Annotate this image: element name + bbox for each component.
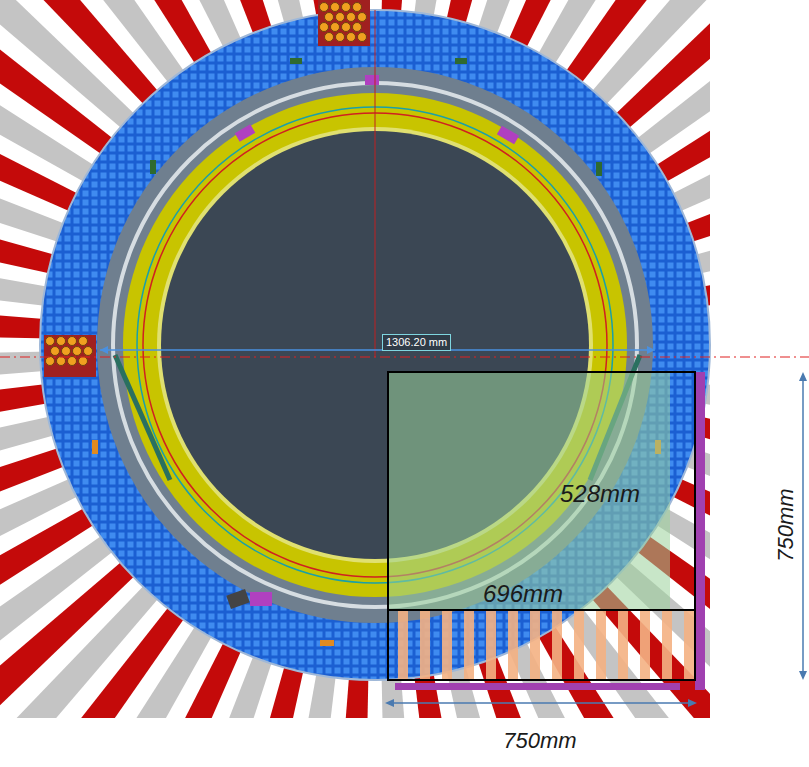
cable-dot [79, 357, 88, 366]
cable-dot [57, 357, 66, 366]
coil-stripe [375, 345, 710, 718]
cable-dot [68, 357, 77, 366]
dimension-label: 528mm [560, 482, 640, 506]
cable-dot [342, 3, 351, 12]
cable-dot [46, 337, 55, 346]
cable-dot [353, 3, 362, 12]
coil-stripe [375, 345, 710, 718]
radial-coils [0, 0, 710, 718]
dimension-label: 750mm [775, 486, 797, 563]
dimension-arrows [385, 372, 807, 707]
cable-dot [325, 33, 334, 42]
coil-stripe [375, 345, 700, 718]
coil-stripe [375, 345, 710, 718]
coil-stripe [375, 345, 710, 718]
coil-stripe [375, 345, 710, 718]
cable-dot [342, 23, 351, 32]
cable-dot [331, 3, 340, 12]
cable-dot [79, 337, 88, 346]
dimension-tag: 1306.20 mm [382, 334, 451, 351]
cable-dot [353, 23, 362, 32]
detector-rings [40, 10, 710, 680]
cable-dot [73, 347, 82, 356]
cable-dot [358, 13, 367, 22]
cable-dot [68, 337, 77, 346]
cable-bundles [44, 0, 370, 609]
cable-dot [51, 347, 60, 356]
coil-stripe [375, 345, 710, 718]
cable-dot [358, 33, 367, 42]
cable-dot [57, 337, 66, 346]
coil-stripe [375, 345, 710, 718]
cable-dot [46, 357, 55, 366]
cable-dot [331, 23, 340, 32]
cable-dot [347, 13, 356, 22]
cable-dot [84, 347, 93, 356]
coil-stripe [375, 345, 710, 718]
cable-dot [320, 23, 329, 32]
cable-dot [336, 13, 345, 22]
dimension-label: 750mm [501, 730, 578, 752]
envelope-overlay [388, 372, 705, 690]
cable-dot [320, 3, 329, 12]
cable-dot [325, 13, 334, 22]
dimension-label: 696mm [483, 582, 563, 606]
axis-lines [0, 10, 809, 357]
coil-stripe [375, 345, 710, 718]
cable-dot [336, 33, 345, 42]
cable-dot [62, 347, 71, 356]
cable-dot [347, 33, 356, 42]
coil-stripe [375, 345, 710, 718]
